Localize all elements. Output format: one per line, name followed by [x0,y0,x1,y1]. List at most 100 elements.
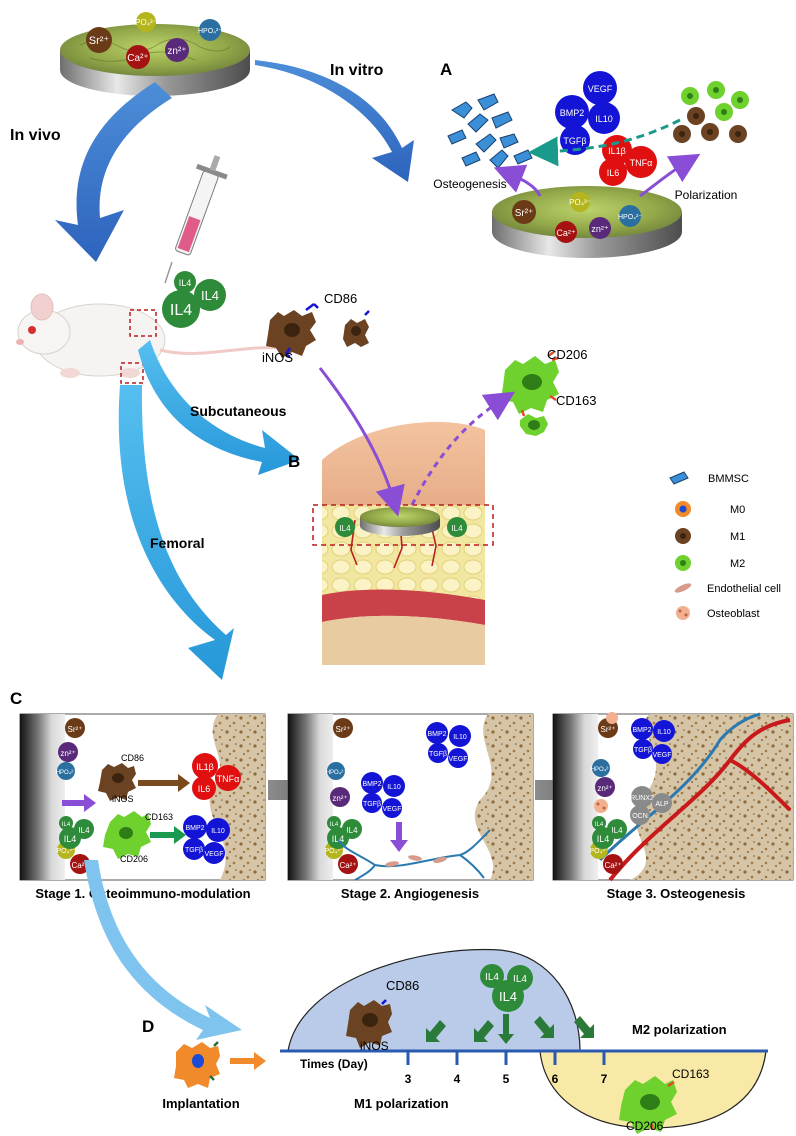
svg-text:TGFβ: TGFβ [563,136,586,146]
stage3-osteoblasts [594,712,618,813]
svg-text:PO₄³⁻: PO₄³⁻ [135,18,157,27]
svg-text:IL4: IL4 [346,826,358,835]
tissue-section [312,416,494,665]
stage1-inflam-cytokines: IL1β IL6 TNFα [192,753,241,800]
cd86-label-b: CD86 [324,291,357,306]
purple-arrow-b-out [410,391,516,506]
dosing-arrows [426,1014,594,1044]
in-vitro-label: In vitro [330,62,384,79]
svg-text:zn²⁺: zn²⁺ [60,749,75,758]
stage2-endothelial [385,855,447,867]
stage1-m2-cell [103,811,151,859]
svg-text:ALP: ALP [655,801,669,808]
m1-cell-d [346,999,392,1048]
svg-text:VEGF: VEGF [382,806,401,813]
svg-text:BMP2: BMP2 [632,727,651,734]
stage1-inos: iNOS [112,794,134,804]
svg-text:VEGF: VEGF [588,84,613,94]
svg-text:IL4: IL4 [597,834,610,844]
svg-text:IL4: IL4 [78,826,90,835]
svg-text:IL4: IL4 [339,524,351,533]
legend-label-m2: M2 [730,558,745,570]
svg-text:Sr²⁺: Sr²⁺ [89,35,110,47]
stage2-ions: Sr²⁺ HPO₄²⁻ zn²⁺ PO₄³⁻ Ca²⁺ [325,718,358,874]
panel-c-label: C [10,689,22,708]
svg-text:VEGF: VEGF [204,851,223,858]
cd163-label-b: CD163 [556,393,596,408]
stage1-cd86: CD86 [121,753,144,763]
svg-text:IL4: IL4 [64,834,77,844]
svg-text:IL10: IL10 [211,828,225,835]
implantation-label: Implantation [162,1096,239,1111]
legend-icon-m1 [675,528,691,544]
panel-a-label: A [440,60,452,79]
stage1-green-arrow [150,826,186,844]
stage2-purple-arrow [390,822,408,852]
svg-text:zn²⁺: zn²⁺ [597,784,612,793]
svg-text:VEGF: VEGF [652,752,671,759]
svg-text:PO₄³⁻: PO₄³⁻ [325,848,344,855]
panel-d-label: D [142,1017,154,1036]
svg-text:PO₄³⁻: PO₄³⁻ [569,198,591,207]
svg-text:IL4: IL4 [332,834,345,844]
svg-text:RUNX2: RUNX2 [630,795,654,802]
subcutaneous-arrow [138,340,300,475]
ion-balls-top: Sr²⁺ PO₄³⁻ HPO₄²⁻ Ca²⁺ zn²⁺ [86,12,222,69]
svg-text:IL4: IL4 [499,989,517,1004]
svg-text:IL4: IL4 [179,278,192,288]
vegf-ball: VEGF [583,71,617,105]
svg-text:IL10: IL10 [387,784,401,791]
svg-text:BMP2: BMP2 [185,825,204,832]
m2-macrophages-b [501,350,559,436]
m2-polarization-label: M2 polarization [632,1022,727,1037]
legend-icon-osteoblast [676,606,690,620]
implantation-group: Implantation [162,1041,266,1111]
svg-text:IL4: IL4 [201,288,219,303]
purple-arrow-b-in [318,367,405,517]
day-ticks [406,1051,606,1065]
svg-text:BMP2: BMP2 [362,781,381,788]
svg-text:Ca²⁺: Ca²⁺ [604,861,621,870]
stage1-il4: IL4 IL4 IL4 [59,816,94,849]
bmmsc-cluster [447,93,533,169]
teal-arrow-a [528,118,681,167]
svg-text:HPO₄²⁻: HPO₄²⁻ [326,770,347,776]
day-6: 6 [552,1072,559,1086]
stage2-cytokines-top: BMP2 IL10 TGFβ VEGF [426,722,471,768]
m1-polarization-label: M1 polarization [354,1096,449,1111]
svg-text:TGFβ: TGFβ [185,847,203,854]
svg-text:IL4: IL4 [485,972,499,983]
legend-label-bmmsc: BMMSC [708,473,749,485]
po4-ion: PO₄³⁻ [135,12,157,32]
svg-text:zn²⁺: zn²⁺ [591,224,609,234]
svg-text:IL4: IL4 [170,302,192,319]
zn-ion: zn²⁺ [165,38,189,62]
stage3-markers: RUNX2 ALP OCN [630,786,672,825]
day-5: 5 [503,1072,510,1086]
cd86-label-d: CD86 [386,978,419,993]
subcutaneous-site-box [129,309,157,337]
svg-text:IL4: IL4 [330,822,339,828]
svg-text:IL6: IL6 [607,168,620,178]
m2-cell-d [619,1076,677,1134]
ion-balls-a: Sr²⁺ PO₄³⁻ HPO₄²⁻ Ca²⁺ zn²⁺ [512,192,642,243]
svg-text:IL10: IL10 [657,729,671,736]
purple-arrow-a-right [639,153,701,198]
svg-text:IL6: IL6 [198,784,211,794]
hpo4-ion: HPO₄²⁻ [198,19,222,41]
femoral-site-box [120,362,144,384]
il6-ball: IL6 [599,158,627,186]
svg-text:Sr²⁺: Sr²⁺ [601,725,616,734]
svg-text:Ca²⁺: Ca²⁺ [339,861,356,870]
svg-text:BMP2: BMP2 [560,108,585,118]
stage2-panel: Sr²⁺ HPO₄²⁻ zn²⁺ PO₄³⁻ Ca²⁺ IL4 IL4 IL4 … [287,713,534,881]
svg-text:BMP2: BMP2 [427,731,446,738]
tgfb-ball: TGFβ [560,125,590,155]
svg-text:IL1β: IL1β [196,762,214,772]
implantation-arrow [230,1052,266,1070]
svg-text:IL4: IL4 [62,822,71,828]
tnfa-ball: TNFα [625,146,657,178]
cd163-label-d: CD163 [672,1067,710,1081]
stage1-panel: Sr²⁺ zn²⁺ HPO₄²⁻ PO₄³⁻ Ca²⁺ IL4 IL4 IL4 … [19,713,266,881]
